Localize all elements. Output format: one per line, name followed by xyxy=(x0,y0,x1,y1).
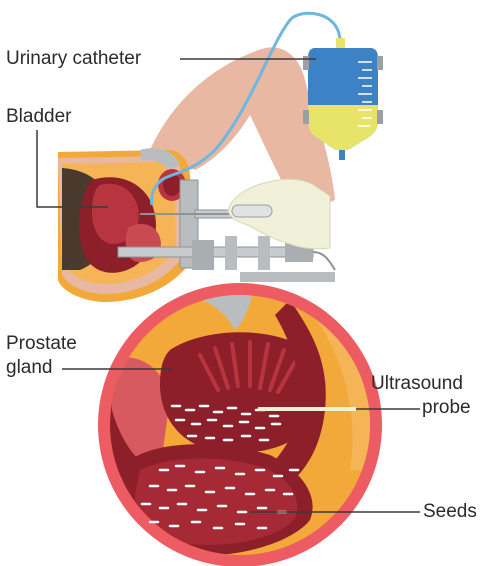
stepper-block-3 xyxy=(258,236,270,270)
bag-clip-right2 xyxy=(377,110,383,124)
prostate-label-line2: gland xyxy=(6,357,53,379)
ultrasound-label-line2: probe xyxy=(422,397,471,419)
ultrasound-label-line1: Ultrasound xyxy=(371,373,463,395)
bag-cap xyxy=(336,38,345,48)
stepper-block-2 xyxy=(225,236,237,270)
seeds-label: Seeds xyxy=(423,501,477,523)
prostate-label-line1: Prostate xyxy=(6,333,77,355)
stepper-rod xyxy=(118,247,313,257)
stepper-block-1 xyxy=(192,240,214,270)
bag-clip-left2 xyxy=(303,110,309,124)
stepper-cable xyxy=(313,252,335,270)
bag-outlet xyxy=(339,150,345,160)
needle-grip xyxy=(232,205,272,217)
bag-clip-right xyxy=(377,56,383,70)
urinary-catheter-label: Urinary catheter xyxy=(6,48,141,70)
bladder-label: Bladder xyxy=(6,106,72,128)
bag-clip-left xyxy=(303,56,309,70)
stepper-base xyxy=(240,272,335,282)
